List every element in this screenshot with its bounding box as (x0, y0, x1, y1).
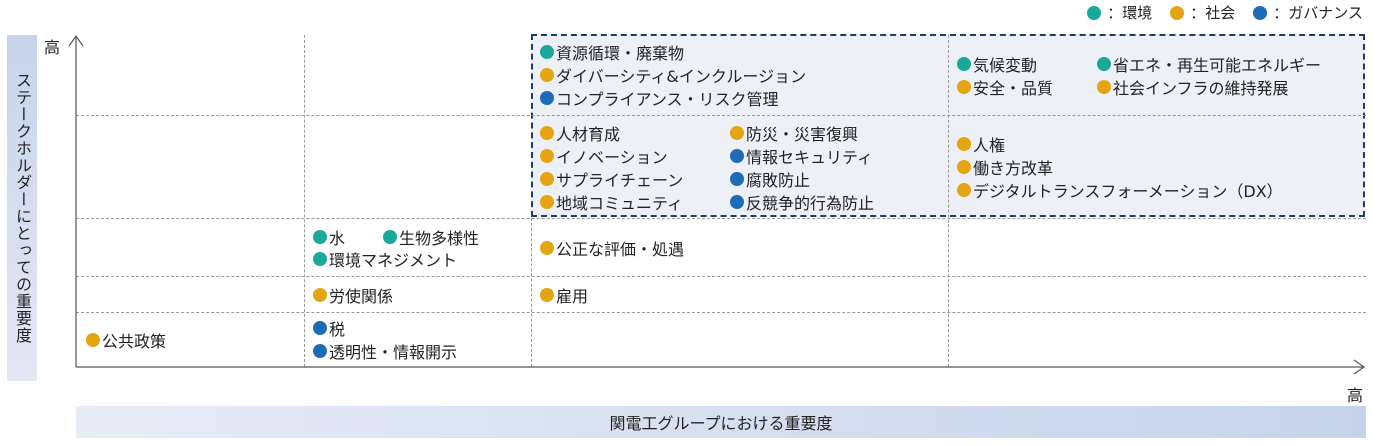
materiality-item: 資源循環・廃棄物 (540, 40, 684, 64)
category-dot-icon (540, 288, 554, 302)
category-dot-icon (540, 195, 554, 209)
materiality-item: 情報セキュリティ (730, 144, 873, 168)
grid-line (76, 115, 1366, 116)
materiality-item: 気候変動 (957, 52, 1037, 76)
category-dot-icon (540, 45, 554, 59)
item-label: 透明性・情報開示 (329, 343, 458, 362)
category-dot-icon (540, 241, 554, 255)
item-label: イノベーション (556, 148, 668, 167)
category-dot-icon (540, 126, 554, 140)
item-label: 雇用 (556, 287, 589, 306)
materiality-item: 社会インフラの維持発展 (1097, 75, 1289, 99)
materiality-item: 雇用 (540, 283, 588, 307)
item-label: 税 (329, 320, 346, 339)
category-dot-icon (313, 321, 327, 335)
item-label: 社会インフラの維持発展 (1113, 79, 1289, 98)
materiality-item: 水 (313, 225, 345, 249)
item-label: 地域コミュニティ (556, 194, 684, 213)
materiality-item: 人材育成 (540, 121, 620, 145)
y-axis-high: 高 (44, 38, 61, 57)
legend: ：環境 ：社会 ：ガバナンス (1087, 2, 1363, 23)
materiality-item: 環境マネジメント (313, 247, 457, 271)
item-label: デジタルトランスフォーメーション（DX） (973, 182, 1283, 201)
item-label: 環境マネジメント (329, 251, 458, 270)
materiality-item: ダイバーシティ&インクルージョン (540, 63, 806, 87)
category-dot-icon (1097, 80, 1111, 94)
category-dot-icon (957, 57, 971, 71)
item-label: 反競争的行為防止 (746, 194, 875, 213)
item-label: 情報セキュリティ (746, 148, 874, 167)
category-dot-icon (540, 149, 554, 163)
category-dot-icon (313, 230, 327, 244)
category-dot-icon (383, 230, 397, 244)
materiality-item: 公正な評価・処遇 (540, 236, 684, 260)
materiality-item: サプライチェーン (540, 167, 683, 191)
category-dot-icon (540, 68, 554, 82)
materiality-item: 生物多様性 (383, 225, 479, 249)
materiality-item: イノベーション (540, 144, 668, 168)
x-axis-high: 高 (1347, 386, 1364, 405)
item-label: 気候変動 (973, 56, 1038, 75)
category-dot-icon (540, 172, 554, 186)
materiality-item: 働き方改革 (957, 155, 1053, 179)
grid-line (76, 276, 1366, 277)
item-label: 人材育成 (556, 125, 621, 144)
item-label: コンプライアンス・リスク管理 (556, 90, 779, 109)
teal-dot-icon (1087, 5, 1102, 20)
category-dot-icon (957, 80, 971, 94)
materiality-item: 労使関係 (313, 283, 393, 307)
item-label: 公正な評価・処遇 (556, 240, 685, 259)
materiality-item: 省エネ・再生可能エネルギー (1097, 52, 1321, 76)
legend-governance: ：ガバナンス (1253, 2, 1363, 23)
orange-dot-icon (1170, 5, 1185, 20)
item-label: 省エネ・再生可能エネルギー (1113, 56, 1322, 75)
materiality-item: 透明性・情報開示 (313, 339, 457, 363)
item-label: 公共政策 (102, 332, 167, 351)
item-label: 働き方改革 (973, 159, 1054, 178)
materiality-item: 人権 (957, 132, 1005, 156)
item-label: 労使関係 (329, 287, 394, 306)
blue-dot-icon (1253, 5, 1268, 20)
grid-line (76, 218, 1366, 219)
legend-environment: ：環境 (1087, 2, 1152, 23)
item-label: 人権 (973, 136, 1006, 155)
item-label: 資源循環・廃棄物 (556, 44, 685, 63)
materiality-item: 安全・品質 (957, 75, 1053, 99)
materiality-item: 税 (313, 316, 345, 340)
category-dot-icon (730, 195, 744, 209)
category-dot-icon (313, 344, 327, 358)
materiality-item: 腐敗防止 (730, 167, 810, 191)
materiality-item: デジタルトランスフォーメーション（DX） (957, 178, 1283, 202)
grid-line (304, 35, 305, 367)
item-label: 水 (329, 229, 346, 248)
category-dot-icon (957, 137, 971, 151)
category-dot-icon (957, 160, 971, 174)
item-label: サプライチェーン (556, 171, 684, 190)
legend-social: ：社会 (1170, 2, 1235, 23)
category-dot-icon (86, 333, 100, 347)
category-dot-icon (730, 149, 744, 163)
materiality-item: コンプライアンス・リスク管理 (540, 86, 779, 110)
category-dot-icon (1097, 57, 1111, 71)
materiality-item: 反競争的行為防止 (730, 190, 874, 214)
category-dot-icon (730, 126, 744, 140)
item-label: 防災・災害復興 (746, 125, 859, 144)
item-label: ダイバーシティ&インクルージョン (556, 67, 807, 86)
item-label: 安全・品質 (973, 79, 1054, 98)
category-dot-icon (313, 288, 327, 302)
item-label: 生物多様性 (399, 229, 480, 248)
materiality-item: 公共政策 (86, 328, 166, 352)
grid-line (948, 35, 949, 367)
grid-line (76, 312, 1366, 313)
x-axis-label: 関電工グループにおける重要度 (76, 406, 1366, 438)
category-dot-icon (730, 172, 744, 186)
grid-line (531, 218, 532, 367)
materiality-item: 防災・災害復興 (730, 121, 858, 145)
y-axis-label: ステークホルダーにとっての重要度 (7, 35, 37, 381)
item-label: 腐敗防止 (746, 171, 811, 190)
category-dot-icon (957, 183, 971, 197)
materiality-item: 地域コミュニティ (540, 190, 683, 214)
category-dot-icon (540, 91, 554, 105)
category-dot-icon (313, 252, 327, 266)
